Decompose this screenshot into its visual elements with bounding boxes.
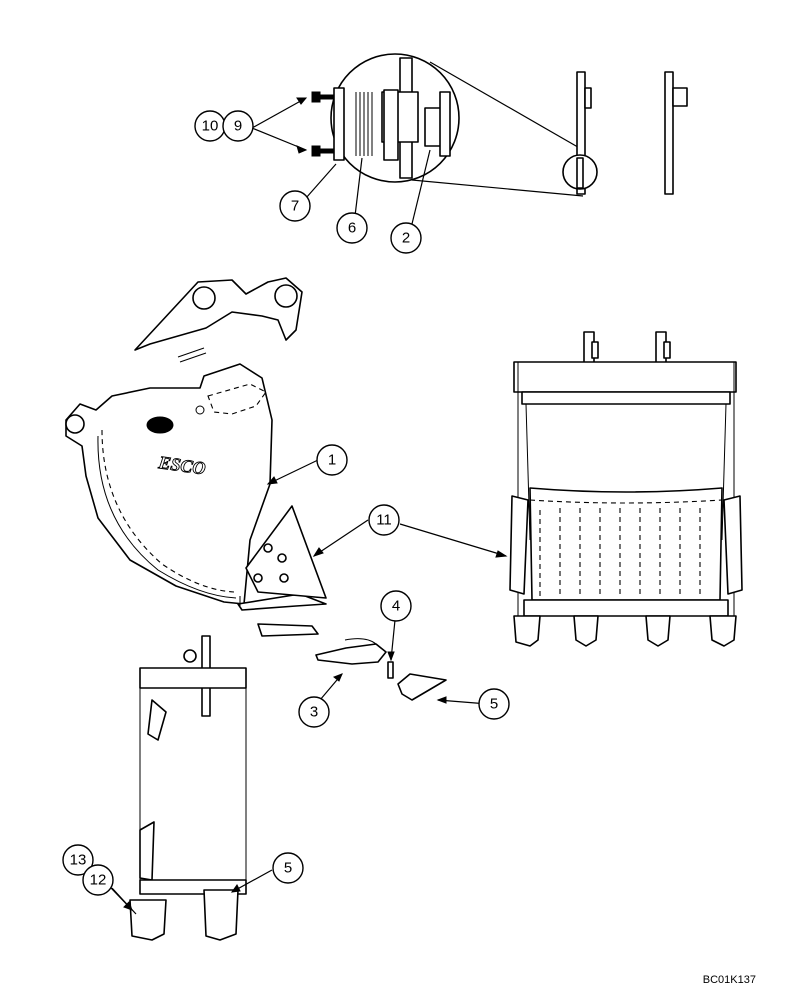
svg-text:5: 5 <box>284 860 292 877</box>
svg-text:1: 1 <box>328 452 336 469</box>
callout-10: 10 <box>194 110 226 142</box>
bucket-front-view <box>509 331 743 647</box>
svg-text:2: 2 <box>402 230 410 247</box>
svg-text:9: 9 <box>234 118 242 135</box>
svg-text:3: 3 <box>310 704 318 721</box>
callout-13: 13 <box>62 844 94 876</box>
svg-text:7: 7 <box>291 198 299 215</box>
side-cutter-side-views <box>562 71 688 195</box>
svg-text:5: 5 <box>490 696 498 713</box>
bucket-partial-front-view <box>129 635 247 941</box>
svg-text:6: 6 <box>348 220 356 237</box>
bucket-side-view: ESCO <box>65 277 327 611</box>
callout-3: 3 <box>298 696 330 728</box>
svg-text:12: 12 <box>90 872 107 889</box>
callout-11: 11 <box>368 504 400 536</box>
callout-4: 4 <box>380 590 412 622</box>
svg-text:13: 13 <box>70 852 87 869</box>
callout-7: 7 <box>279 190 311 222</box>
callout-2: 2 <box>390 222 422 254</box>
callout-9: 9 <box>222 110 254 142</box>
callout-6: 6 <box>336 212 368 244</box>
svg-text:4: 4 <box>392 598 400 615</box>
callout-5a: 5 <box>478 688 510 720</box>
tooth-assembly <box>257 623 447 701</box>
svg-text:10: 10 <box>202 118 219 135</box>
figure-code: BC01K137 <box>702 974 756 986</box>
detail-view-cutter-bolts <box>311 53 584 197</box>
callout-5b: 5 <box>272 852 304 884</box>
svg-text:11: 11 <box>376 512 392 529</box>
callout-1: 1 <box>316 444 348 476</box>
callout-12: 12 <box>82 864 114 896</box>
